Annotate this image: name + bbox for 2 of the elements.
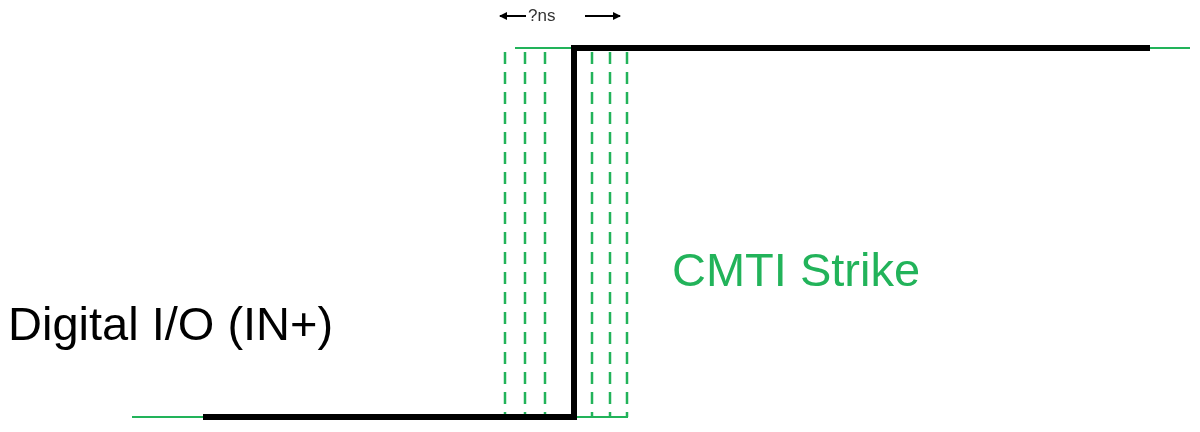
signal-label: CMTI Strike xyxy=(672,246,921,293)
dimension-label: ?ns xyxy=(528,7,556,24)
